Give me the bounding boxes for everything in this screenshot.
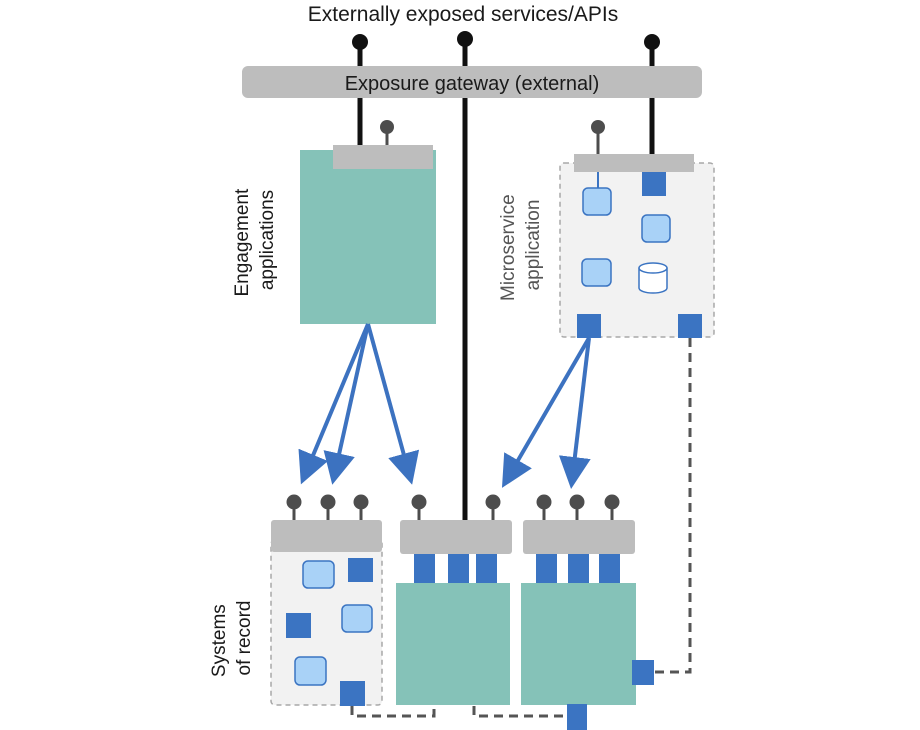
systems-label: Systems of record [209, 599, 255, 677]
system-of-record-2 [396, 520, 512, 705]
system-pin [320, 494, 336, 510]
microservice-port [678, 314, 702, 338]
system-port [568, 554, 589, 583]
system-port [348, 558, 373, 582]
dashed-connections [350, 338, 692, 718]
system-port [448, 554, 469, 583]
microservice-port [642, 172, 666, 196]
arrow [323, 323, 370, 485]
external-api-pin [352, 34, 368, 50]
system-component [302, 560, 335, 589]
microservice-component [641, 214, 671, 243]
exposure-gateway [242, 66, 702, 98]
system-pin [353, 494, 369, 510]
system-port [599, 554, 620, 583]
system-of-record-1 [270, 520, 383, 706]
arrow [298, 323, 370, 485]
system-pin [485, 494, 501, 510]
system-pin [411, 494, 427, 510]
system-port [632, 660, 654, 685]
external-api-pin [457, 31, 473, 47]
system-pin [569, 494, 585, 510]
system-port [476, 554, 497, 583]
microservice-label-line2: application [523, 200, 544, 291]
microservice-port [577, 314, 601, 338]
engagement-label-line1: Engagement [232, 188, 253, 296]
arrow [501, 336, 591, 488]
system-port [414, 554, 435, 583]
system-component [294, 656, 327, 686]
engagement-label-line2: applications [257, 190, 278, 290]
systems-label-line1: Systems [209, 604, 230, 677]
microservice-component [582, 187, 612, 216]
external-api-pins [352, 31, 660, 50]
diagram-title: Externally exposed services/APIs [308, 3, 618, 26]
microservice-label-line1: Microservice [498, 194, 519, 301]
system-pin [286, 494, 302, 510]
system-port [567, 704, 587, 730]
system-pin [604, 494, 620, 510]
database-icon [638, 262, 668, 294]
blue-arrows [298, 323, 591, 489]
system-port [536, 554, 557, 583]
system-pin [536, 494, 552, 510]
microservice-application-box [559, 120, 715, 338]
systems-label-line2: of record [234, 601, 255, 676]
system-component [341, 604, 373, 633]
arrow [558, 337, 591, 489]
engagement-label: Engagement applications [232, 183, 278, 296]
arrow [366, 323, 420, 485]
system-of-record-3 [521, 520, 654, 730]
system-pins [286, 494, 620, 520]
microservice-component [581, 258, 612, 287]
microservice-label: Microservice application [498, 189, 544, 301]
external-api-pin [644, 34, 660, 50]
system-port [286, 613, 311, 638]
engagement-applications-box [300, 120, 436, 324]
system-port [340, 681, 365, 706]
gateway-label: Exposure gateway (external) [345, 73, 600, 95]
